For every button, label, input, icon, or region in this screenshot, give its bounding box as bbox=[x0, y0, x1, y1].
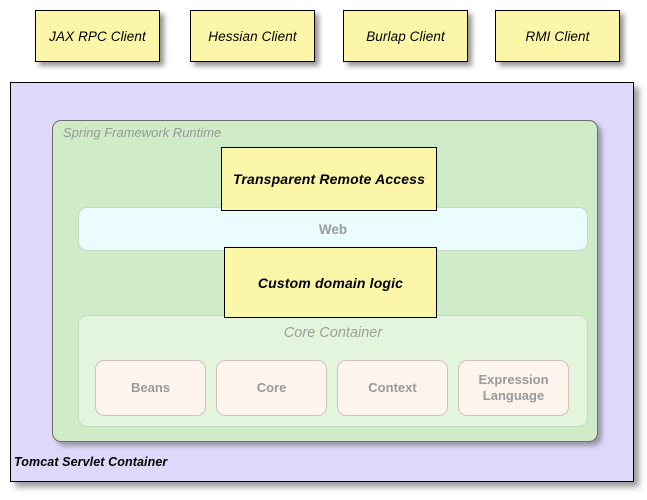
core-module-label: Beans bbox=[130, 380, 171, 395]
core-module-label: Core bbox=[256, 380, 287, 395]
client-box-label: Burlap Client bbox=[366, 28, 445, 44]
core-module-label: Context bbox=[368, 380, 417, 395]
core-container-label: Core Container bbox=[283, 325, 383, 341]
core-module-context[interactable]: Context bbox=[337, 360, 448, 416]
transparent-remote-access-label: Transparent Remote Access bbox=[232, 171, 426, 187]
client-box-burlap[interactable]: Burlap Client bbox=[343, 10, 468, 62]
core-container-box[interactable]: Core Container Beans Core Context Expres… bbox=[78, 315, 588, 427]
client-box-hessian[interactable]: Hessian Client bbox=[190, 10, 315, 62]
spring-framework-runtime-label: Spring Framework Runtime bbox=[63, 125, 222, 140]
core-module-core[interactable]: Core bbox=[216, 360, 327, 416]
client-box-rmi[interactable]: RMI Client bbox=[495, 10, 620, 62]
client-box-label: RMI Client bbox=[525, 28, 590, 44]
custom-domain-logic-label: Custom domain logic bbox=[257, 274, 404, 291]
client-box-label: JAX RPC Client bbox=[49, 28, 146, 44]
web-layer-label: Web bbox=[318, 221, 348, 237]
transparent-remote-access-box[interactable]: Transparent Remote Access bbox=[221, 147, 437, 211]
core-module-label: Expression Language bbox=[478, 372, 549, 403]
web-layer-box[interactable]: Web bbox=[78, 207, 588, 251]
core-module-beans[interactable]: Beans bbox=[95, 360, 206, 416]
tomcat-servlet-container-label: Tomcat Servlet Container bbox=[14, 455, 168, 469]
core-container-modules: Beans Core Context Expression Language bbox=[79, 316, 587, 426]
client-box-label: Hessian Client bbox=[208, 28, 297, 44]
core-module-expression-language[interactable]: Expression Language bbox=[458, 360, 569, 416]
custom-domain-logic-box[interactable]: Custom domain logic bbox=[224, 247, 437, 318]
client-box-jax-rpc[interactable]: JAX RPC Client bbox=[35, 10, 160, 62]
